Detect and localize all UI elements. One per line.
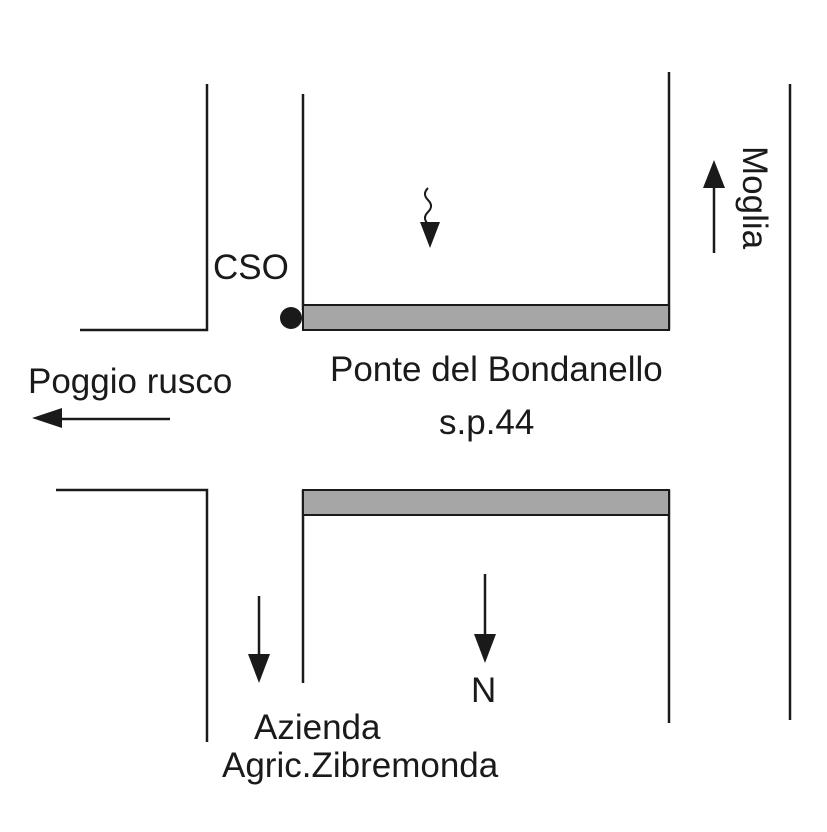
label-poggio-rusco: Poggio rusco: [28, 362, 233, 401]
bridge-lower: [302, 489, 670, 516]
label-north: N: [471, 671, 497, 710]
road-edge-lower-left: [56, 488, 209, 742]
label-moglia: Moglia: [735, 146, 774, 250]
label-cso: CSO: [213, 248, 289, 287]
cso-point-marker: [280, 307, 302, 329]
bridge-upper: [302, 304, 670, 331]
azienda-arrow-head: [248, 654, 270, 683]
label-azienda: Azienda: [254, 708, 381, 747]
label-sp44: s.p.44: [439, 403, 535, 442]
flow-arrow-head: [420, 222, 440, 248]
label-ponte-del-bondanello: Ponte del Bondanello: [330, 350, 663, 389]
north-arrow-head: [474, 634, 496, 663]
moglia-arrow-head: [703, 160, 725, 188]
road-edge-upper-left: [80, 84, 209, 332]
label-agric-zibremonda: Agric.Zibremonda: [222, 746, 499, 785]
flow-squiggle-icon: [424, 187, 432, 227]
poggio-arrow-head: [32, 408, 62, 428]
